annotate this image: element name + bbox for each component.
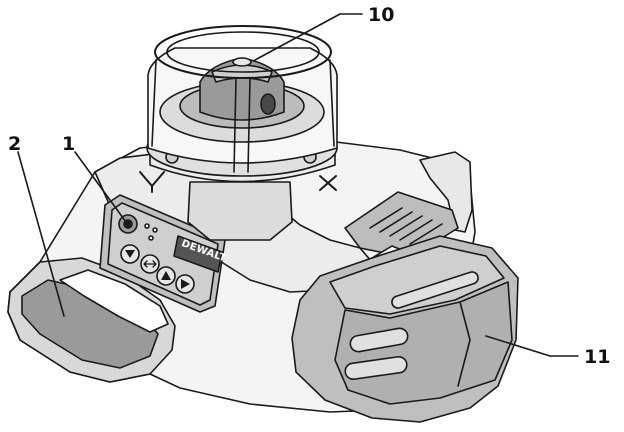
cage-post-right xyxy=(329,59,335,147)
dewalt-logo-plate xyxy=(173,235,223,273)
callout-1-label: 1 xyxy=(62,133,75,155)
front-chamfer xyxy=(187,181,293,241)
cage-top-ring-outer xyxy=(154,25,332,79)
x-axis-mark xyxy=(319,175,337,191)
battery-groove-3 xyxy=(344,355,408,381)
indicator-led-3 xyxy=(148,235,154,241)
leader-2 xyxy=(17,151,65,317)
up-arrow-icon xyxy=(161,271,171,280)
callout-2-label: 2 xyxy=(8,133,21,155)
latch-ridges xyxy=(369,207,443,245)
rear-fin xyxy=(419,151,473,233)
cage-top-ring-inner xyxy=(166,31,320,73)
down-arrow-icon xyxy=(125,250,135,258)
leader-11 xyxy=(485,335,551,357)
y-axis-mark xyxy=(139,171,165,193)
indicator-led-1 xyxy=(144,223,150,229)
battery-edge xyxy=(457,301,471,387)
callout-11-label: 11 xyxy=(584,346,610,368)
mode-icon xyxy=(143,260,157,268)
battery-groove-2 xyxy=(349,327,409,353)
rotate-icon xyxy=(181,279,190,289)
battery-groove-1 xyxy=(391,271,479,309)
cage-post-left xyxy=(151,59,157,147)
handle-opening xyxy=(59,269,169,333)
leader-10 xyxy=(254,13,341,61)
rotor-window xyxy=(260,93,276,115)
cage-post-front xyxy=(233,77,251,173)
callout-10-label: 10 xyxy=(368,4,394,26)
rotor-top-cap xyxy=(232,57,252,67)
battery-top-face xyxy=(329,245,505,315)
leader-1 xyxy=(74,151,127,223)
indicator-led-2 xyxy=(152,227,158,233)
